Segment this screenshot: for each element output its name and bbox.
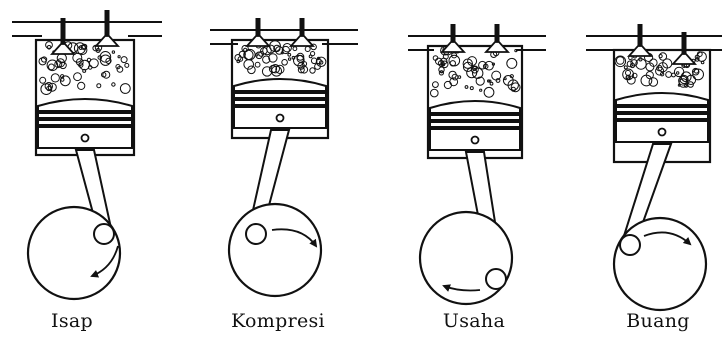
gas-bubble — [255, 62, 260, 67]
gas-bubble — [311, 52, 315, 56]
gas-bubble — [248, 66, 256, 74]
gas-bubble — [444, 81, 451, 88]
gas-bubble — [433, 82, 439, 88]
valve-stem — [61, 18, 66, 44]
gas-bubble — [677, 72, 679, 74]
valve-head — [247, 36, 269, 46]
exhaust-valve — [291, 18, 313, 46]
valve-head — [673, 54, 695, 64]
piston-ring — [232, 97, 328, 101]
gas-bubble — [121, 57, 127, 63]
piston-ring — [36, 124, 134, 128]
gas-bubble — [237, 60, 240, 63]
gas-bubble — [256, 54, 258, 56]
valve-stem — [105, 10, 110, 36]
gas-bubble — [515, 50, 517, 52]
gas-bubble — [293, 47, 297, 51]
piston — [428, 101, 522, 150]
piston — [36, 99, 134, 148]
gas-bubble — [659, 55, 662, 58]
piston-ring — [428, 119, 522, 123]
crank-pin — [94, 224, 114, 244]
stage-buang — [586, 24, 722, 310]
gas-bubble — [120, 84, 130, 94]
gas-bubble — [305, 47, 310, 52]
gas-bubble — [484, 87, 494, 97]
valve-head — [291, 36, 313, 46]
stage-usaha — [408, 24, 546, 304]
gas-bubble — [118, 56, 120, 58]
gas-bubble — [282, 60, 288, 66]
crankshaft-wheel — [229, 204, 321, 296]
piston-ring — [614, 118, 710, 122]
gas-bubble — [288, 58, 290, 60]
gas-bubble — [507, 58, 517, 68]
gas-bubble — [626, 70, 631, 75]
intake-valve — [629, 24, 651, 56]
gas-bubble — [51, 74, 59, 82]
piston-ring — [36, 117, 134, 121]
gas-bubble — [492, 71, 501, 80]
gas-bubble — [490, 82, 493, 85]
valve-head — [52, 44, 74, 54]
gas-bubble — [310, 68, 315, 73]
gas-bubble — [470, 87, 473, 90]
gas-bubble — [450, 78, 458, 86]
gas-bubble — [112, 83, 115, 86]
valve-head — [486, 42, 508, 52]
piston-ring — [232, 104, 328, 108]
gas-bubble — [616, 57, 624, 65]
piston — [614, 93, 710, 142]
piston-ring — [232, 90, 328, 94]
gas-bubble — [292, 56, 295, 59]
piston-ring — [428, 126, 522, 130]
gas-bubble — [97, 84, 101, 88]
gas-bubble — [458, 76, 461, 79]
gas-bubble — [49, 64, 55, 70]
stage-isap — [12, 10, 162, 299]
crank-pin — [486, 269, 506, 289]
stage-label-isap: Isap — [51, 310, 93, 332]
piston-ring — [614, 104, 710, 108]
crank-pin — [246, 224, 266, 244]
stage-label-kompresi: Kompresi — [231, 310, 325, 332]
gas-bubble — [57, 54, 66, 63]
gas-bubble — [40, 77, 46, 83]
gas-bubble — [672, 73, 676, 77]
valve-head — [629, 46, 651, 56]
gas-bubble — [125, 63, 129, 67]
crankshaft-wheel — [28, 207, 120, 299]
gas-bubble — [90, 59, 99, 68]
gas-bubble — [441, 71, 443, 73]
stage-label-buang: Buang — [626, 310, 689, 332]
intake-valve — [442, 24, 464, 52]
valve-head — [442, 42, 464, 52]
gas-bubble — [659, 53, 666, 60]
exhaust-valve — [486, 24, 508, 52]
gas-bubble — [480, 89, 482, 91]
stage-label-usaha: Usaha — [443, 310, 505, 332]
gas-bubble — [431, 89, 439, 97]
stage-kompresi — [210, 18, 358, 296]
crank-pin — [620, 235, 640, 255]
gas-bubble — [283, 44, 291, 52]
gas-bubble — [504, 78, 506, 80]
piston-ring — [614, 111, 710, 115]
gas-bubble — [465, 86, 468, 89]
piston-ring — [36, 110, 134, 114]
gas-bubble — [666, 72, 672, 78]
gas-bubble — [649, 78, 658, 87]
gas-bubble — [288, 53, 291, 56]
gas-bubble — [78, 82, 85, 89]
piston-ring — [428, 112, 522, 116]
intake-valve — [247, 18, 269, 46]
gas-bubble — [74, 73, 82, 81]
piston — [232, 79, 328, 128]
gas-bubble — [112, 51, 114, 53]
gas-bubble — [624, 66, 627, 69]
valve-head — [96, 36, 118, 46]
